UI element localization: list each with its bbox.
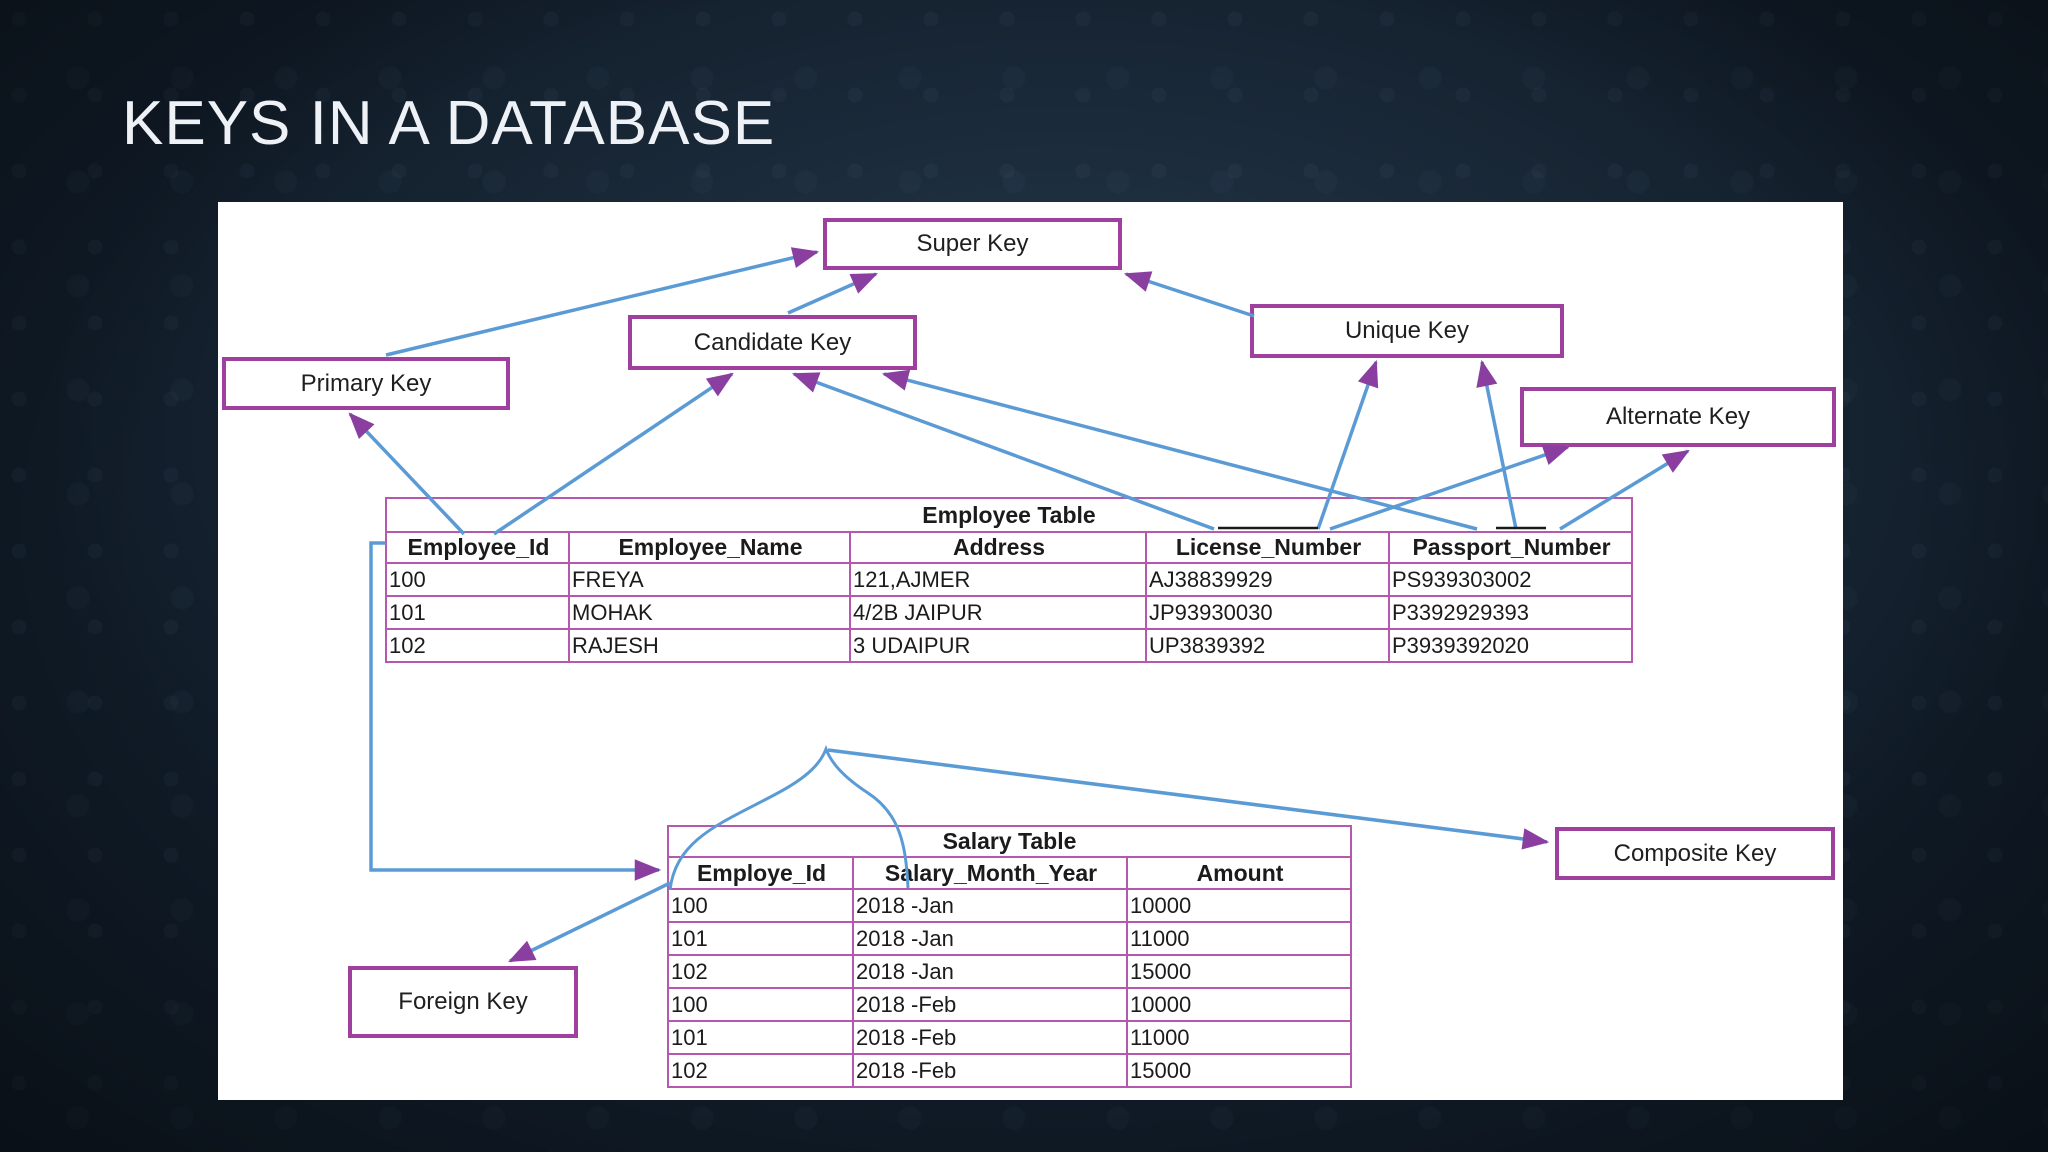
super-key-label: Super Key — [916, 230, 1029, 257]
primary-key-label: Primary Key — [300, 369, 432, 397]
cell-amount: 15000 — [1125, 1053, 1353, 1088]
employee-table: Employee Table Employee_Id Employee_Name… — [384, 497, 1634, 663]
salary-table-row: 102 2018 -Jan 15000 — [667, 954, 1353, 989]
cell-salary-month: 2018 -Jan — [852, 954, 1128, 989]
cell-employee-id: 101 — [385, 595, 570, 630]
salary-table: Salary Table Employe_Id Salary_Month_Yea… — [666, 825, 1353, 1088]
unique-key-label: Unique Key — [1344, 317, 1470, 344]
alternate-key-label: Alternate Key — [1605, 403, 1751, 430]
cell-employee-name: RAJESH — [568, 628, 851, 663]
cell-passport-number: P3939392020 — [1387, 628, 1634, 663]
cell-amount: 11000 — [1125, 1020, 1353, 1055]
salary-table-title-row: Salary Table — [666, 825, 1353, 858]
cell-address: 121,AJMER — [849, 562, 1147, 597]
cell-address: 4/2B JAIPUR — [849, 595, 1147, 630]
primary-key-box: Primary Key — [222, 357, 510, 410]
cell-employe-id: 102 — [667, 954, 854, 989]
alternate-key-box: Alternate Key — [1520, 387, 1836, 447]
employee-header-name: Employee_Name — [568, 531, 851, 564]
cell-employe-id: 101 — [667, 1020, 854, 1055]
cell-amount: 15000 — [1125, 954, 1353, 989]
cell-employee-name: FREYA — [568, 562, 851, 597]
cell-salary-month: 2018 -Feb — [852, 1020, 1128, 1055]
cell-employe-id: 102 — [667, 1053, 854, 1088]
foreign-key-label: Foreign Key — [398, 988, 528, 1015]
salary-table-header-row: Employe_Id Salary_Month_Year Amount — [667, 856, 1353, 890]
cell-amount: 10000 — [1125, 888, 1353, 923]
cell-employee-id: 100 — [385, 562, 570, 597]
salary-table-row: 100 2018 -Jan 10000 — [667, 888, 1353, 923]
cell-address: 3 UDAIPUR — [849, 628, 1147, 663]
candidate-key-label: Candidate Key — [693, 328, 852, 356]
salary-header-id: Employe_Id — [667, 856, 854, 890]
super-key-box: Super Key — [823, 218, 1122, 270]
candidate-key-box: Candidate Key — [628, 315, 917, 370]
cell-license-number: AJ38839929 — [1145, 562, 1390, 597]
cell-amount: 10000 — [1125, 987, 1353, 1022]
cell-employe-id: 100 — [667, 888, 854, 923]
employee-header-license: License_Number — [1145, 531, 1390, 564]
salary-header-amount: Amount — [1125, 856, 1353, 890]
cell-employee-id: 102 — [385, 628, 570, 663]
cell-salary-month: 2018 -Jan — [852, 888, 1128, 923]
cell-employee-name: MOHAK — [568, 595, 851, 630]
cell-employe-id: 101 — [667, 921, 854, 956]
salary-table-row: 100 2018 -Feb 10000 — [667, 987, 1353, 1022]
salary-header-month: Salary_Month_Year — [852, 856, 1128, 890]
salary-table-row: 101 2018 -Jan 11000 — [667, 921, 1353, 956]
employee-table-row: 102 RAJESH 3 UDAIPUR UP3839392 P39393920… — [385, 628, 1634, 663]
salary-table-row: 102 2018 -Feb 15000 — [667, 1053, 1353, 1088]
foreign-key-box: Foreign Key — [348, 966, 578, 1038]
employee-table-title: Employee Table — [384, 497, 1634, 533]
cell-salary-month: 2018 -Feb — [852, 1053, 1128, 1088]
salary-table-row: 101 2018 -Feb 11000 — [667, 1020, 1353, 1055]
employee-table-row: 101 MOHAK 4/2B JAIPUR JP93930030 P339292… — [385, 595, 1634, 630]
salary-table-title: Salary Table — [666, 825, 1353, 858]
cell-salary-month: 2018 -Jan — [852, 921, 1128, 956]
employee-header-address: Address — [849, 531, 1147, 564]
cell-license-number: JP93930030 — [1145, 595, 1390, 630]
composite-key-box: Composite Key — [1555, 827, 1835, 880]
cell-amount: 11000 — [1125, 921, 1353, 956]
page-title: KEYS IN A DATABASE — [122, 89, 776, 158]
cell-license-number: UP3839392 — [1145, 628, 1390, 663]
cell-salary-month: 2018 -Feb — [852, 987, 1128, 1022]
unique-key-box: Unique Key — [1250, 304, 1564, 358]
employee-header-id: Employee_Id — [385, 531, 570, 564]
composite-key-label: Composite Key — [1613, 839, 1777, 867]
employee-table-row: 100 FREYA 121,AJMER AJ38839929 PS9393030… — [385, 562, 1634, 597]
cell-passport-number: PS939303002 — [1387, 562, 1634, 597]
cell-passport-number: P3392929393 — [1387, 595, 1634, 630]
cell-employe-id: 100 — [667, 987, 854, 1022]
employee-table-header-row: Employee_Id Employee_Name Address Licens… — [385, 531, 1634, 564]
employee-header-passport: Passport_Number — [1387, 531, 1634, 564]
employee-table-title-row: Employee Table — [384, 497, 1634, 533]
